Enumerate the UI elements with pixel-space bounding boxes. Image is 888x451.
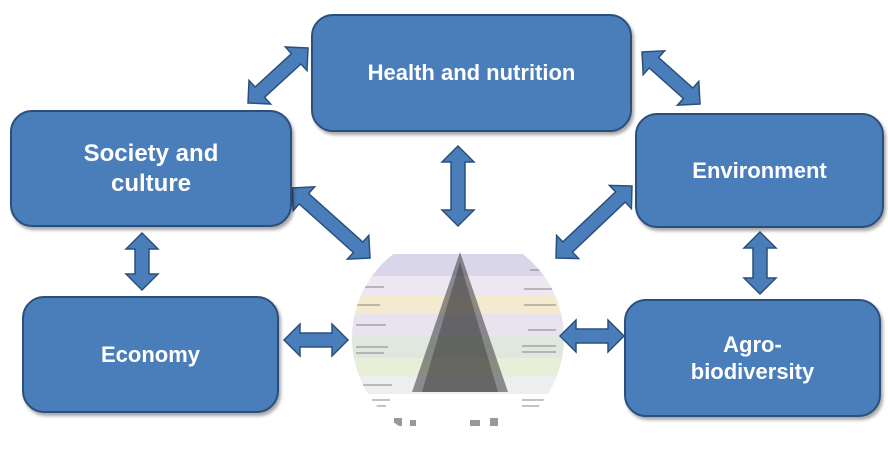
arrow-agro-center	[558, 318, 626, 354]
society-culture-node: Society and culture	[10, 110, 292, 227]
environment-node: Environment	[635, 113, 884, 228]
health-nutrition-node: Health and nutrition	[311, 14, 632, 132]
agrobiodiversity-node: Agro- biodiversity	[624, 299, 881, 417]
food-pyramid-image	[352, 232, 564, 444]
arrow-economy-center	[282, 322, 350, 358]
environment-label: Environment	[692, 157, 827, 183]
arrow-society-health	[247, 46, 309, 105]
economy-label: Economy	[100, 341, 201, 367]
arrow-health-environment	[641, 49, 701, 107]
arrow-environment-agro	[742, 230, 778, 296]
agrobiodiversity-label: Agro- biodiversity	[690, 331, 815, 385]
arrow-health-center	[440, 144, 476, 228]
health-nutrition-label: Health and nutrition	[367, 60, 576, 86]
society-culture-label: Society and culture	[83, 139, 219, 197]
arrow-society-center	[291, 185, 371, 261]
arrows-group	[124, 46, 778, 358]
arrow-environment-center	[555, 184, 633, 260]
economy-node: Economy	[22, 296, 279, 413]
arrow-society-economy	[124, 231, 160, 292]
